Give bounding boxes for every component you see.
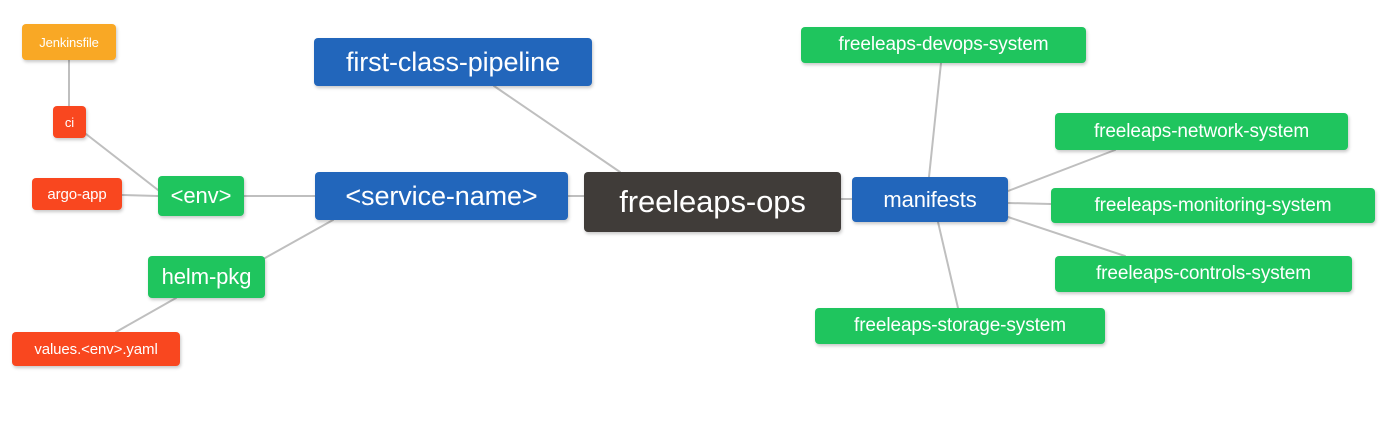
edge-manifests-to-storage-system bbox=[937, 221, 959, 309]
node-manifests[interactable]: manifests bbox=[852, 177, 1008, 222]
node-network-system[interactable]: freeleaps-network-system bbox=[1055, 113, 1348, 150]
edge-manifests-to-devops-system bbox=[928, 62, 942, 178]
edge-service-name-to-helm-pkg bbox=[264, 219, 334, 259]
node-env[interactable]: <env> bbox=[158, 176, 244, 216]
node-service-name[interactable]: <service-name> bbox=[315, 172, 568, 220]
edge-manifests-to-monitoring-system bbox=[1007, 202, 1052, 205]
node-devops-system[interactable]: freeleaps-devops-system bbox=[801, 27, 1086, 63]
edge-manifests-to-network-system bbox=[1007, 149, 1116, 192]
edge-helm-pkg-to-values-env-yaml bbox=[115, 297, 177, 333]
node-freeleaps-ops[interactable]: freeleaps-ops bbox=[584, 172, 841, 232]
node-monitoring-system[interactable]: freeleaps-monitoring-system bbox=[1051, 188, 1375, 223]
node-ci[interactable]: ci bbox=[53, 106, 86, 138]
node-first-class-pipeline[interactable]: first-class-pipeline bbox=[314, 38, 592, 86]
node-argo-app[interactable]: argo-app bbox=[32, 178, 122, 210]
node-jenkinsfile[interactable]: Jenkinsfile bbox=[22, 24, 116, 60]
edge-argo-app-to-env bbox=[121, 194, 159, 197]
node-storage-system[interactable]: freeleaps-storage-system bbox=[815, 308, 1105, 344]
node-controls-system[interactable]: freeleaps-controls-system bbox=[1055, 256, 1352, 292]
edge-first-class-pipeline-to-freeleaps-ops bbox=[493, 85, 621, 173]
node-helm-pkg[interactable]: helm-pkg bbox=[148, 256, 265, 298]
node-values-env-yaml[interactable]: values.<env>.yaml bbox=[12, 332, 180, 366]
